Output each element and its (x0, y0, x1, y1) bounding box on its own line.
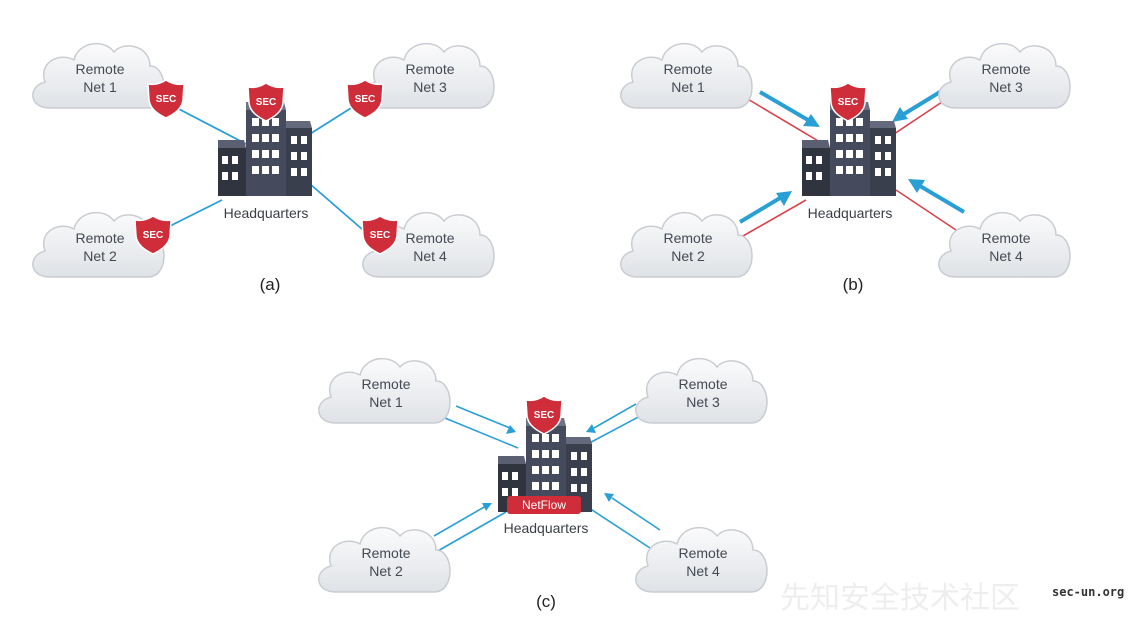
panel-a: Remote Net 1 Remote Net 2 Remote Net 3 R… (32, 42, 495, 294)
cloud-label-line1: Remote (361, 545, 410, 561)
cloud-label-line1: Remote (663, 61, 712, 77)
cloud-icon: Remote Net 3 (362, 42, 495, 109)
cloud-label-net: Net 4 (989, 248, 1023, 264)
cloud-label-line1: Remote (75, 61, 124, 77)
link-net1 (745, 97, 831, 149)
shield-icon: SEC (829, 82, 867, 122)
watermark-url: sec-un.org (1052, 585, 1124, 599)
cloud-label-net: Net 1 (671, 79, 705, 95)
panel-b: Remote Net 1 Remote Net 2 Remote Net 3 R… (620, 42, 1071, 294)
cloud-label-net: Net 2 (83, 248, 117, 264)
shield-label: SEC (156, 94, 177, 105)
shield-icon: SEC (346, 79, 384, 119)
cloud-label-net: Net 3 (686, 394, 720, 410)
cloud-icon: Remote Net 4 (635, 526, 768, 593)
hq-label: Headquarters (808, 205, 893, 221)
shield-label: SEC (143, 230, 164, 241)
cloud-icon: Remote Net 3 (635, 357, 768, 424)
link-net4 (585, 493, 661, 549)
cloud-icon: Remote Net 2 (32, 211, 165, 278)
shield-label: SEC (534, 410, 555, 421)
cloud-label-line1: Remote (981, 230, 1030, 246)
link-net1 (439, 405, 519, 449)
watermark: 先知安全技术社区 sec-un.org (780, 581, 1124, 616)
cloud-label-net: Net 3 (413, 79, 447, 95)
cloud-label-line1: Remote (405, 230, 454, 246)
cloud-label-net: Net 1 (369, 394, 403, 410)
link-net4 (895, 189, 963, 235)
cloud-label-line1: Remote (75, 230, 124, 246)
link-net2 (433, 503, 507, 553)
cloud-label-line1: Remote (678, 376, 727, 392)
arrow-icon (908, 179, 966, 214)
shield-label: SEC (370, 230, 391, 241)
watermark-text: 先知安全技术社区 (780, 581, 1020, 616)
cloud-label-net: Net 4 (413, 248, 447, 264)
cloud-label-net: Net 2 (369, 563, 403, 579)
cloud-label-line1: Remote (981, 61, 1030, 77)
netflow-label: NetFlow (522, 498, 566, 512)
cloud-label-net: Net 4 (686, 563, 720, 579)
cloud-icon: Remote Net 4 (938, 211, 1071, 278)
cloud-icon: Remote Net 3 (938, 42, 1071, 109)
cloud-icon: Remote Net 1 (620, 42, 753, 109)
cloud-icon: Remote Net 2 (620, 211, 753, 278)
shield-icon: SEC (147, 79, 185, 119)
cloud-label-net: Net 3 (989, 79, 1023, 95)
cloud-icon: Remote Net 2 (318, 526, 451, 593)
cloud-label-line1: Remote (405, 61, 454, 77)
arrow-icon (758, 90, 820, 127)
cloud-icon: Remote Net 1 (32, 42, 165, 109)
panel-caption: (b) (843, 275, 864, 294)
shield-label: SEC (355, 94, 376, 105)
netflow-badge: NetFlow (507, 496, 581, 514)
hq-label: Headquarters (504, 520, 589, 536)
shield-label: SEC (256, 97, 277, 108)
cloud-label-net: Net 2 (671, 248, 705, 264)
panel-caption: (c) (536, 592, 556, 611)
arrow-icon (738, 191, 792, 224)
link-net2 (735, 199, 807, 241)
cloud-label-line1: Remote (663, 230, 712, 246)
link-net4 (309, 183, 371, 237)
shield-label: SEC (838, 97, 859, 108)
shield-icon: SEC (134, 215, 172, 255)
panel-c: Remote Net 1 Remote Net 2 Remote Net 3 R… (318, 357, 768, 611)
cloud-label-line1: Remote (678, 545, 727, 561)
shield-icon: SEC (247, 82, 285, 122)
panel-caption: (a) (260, 275, 281, 294)
cloud-icon: Remote Net 1 (318, 357, 451, 424)
shield-icon: SEC (525, 395, 563, 435)
cloud-icon: Remote Net 4 (362, 211, 495, 278)
arrow-icon (892, 90, 942, 122)
cloud-label-line1: Remote (361, 376, 410, 392)
hq-label: Headquarters (224, 205, 309, 221)
cloud-label-net: Net 1 (83, 79, 117, 95)
shield-icon: SEC (361, 215, 399, 255)
